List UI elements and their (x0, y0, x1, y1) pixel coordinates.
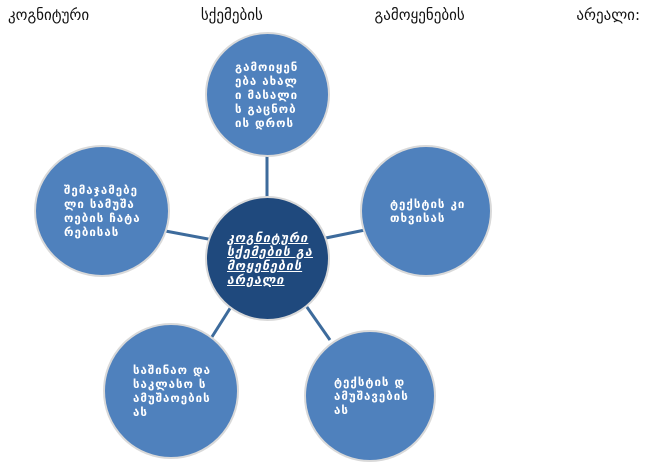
node-right: ტექსტის კითხვისას (360, 145, 492, 277)
node-bottom-right: ტექსტის დამუშავებისას (304, 330, 436, 462)
node-top: გამოიყენება ახალი მასალის გაცნობის დროს (205, 32, 330, 157)
heading-word: გამოყენების (374, 6, 465, 24)
node-label: შემაჯამებელი სამუშაოების ჩატარებისას (64, 183, 141, 239)
node-left: შემაჯამებელი სამუშაოების ჩატარებისას (34, 145, 170, 277)
node-label: საშინაო და საკლასო სამუშაოებისას (133, 363, 211, 419)
node-center: კოგნიტური სქემების გამოყენების არეალი (205, 196, 330, 321)
node-bottom-left: საშინაო და საკლასო სამუშაოებისას (103, 323, 239, 459)
heading: კოგნიტური სქემების გამოყენების არეალი: (8, 6, 640, 24)
node-label: ტექსტის კითხვისას (390, 197, 466, 225)
heading-word: არეალი: (576, 6, 640, 24)
node-label: გამოიყენება ახალი მასალის გაცნობის დროს (235, 59, 299, 130)
center-label: კოგნიტური სქემების გამოყენების არეალი (227, 229, 313, 287)
node-label: ტექსტის დამუშავებისას (334, 375, 409, 417)
heading-word: სქემების (200, 6, 263, 24)
heading-word: კოგნიტური (8, 6, 90, 24)
